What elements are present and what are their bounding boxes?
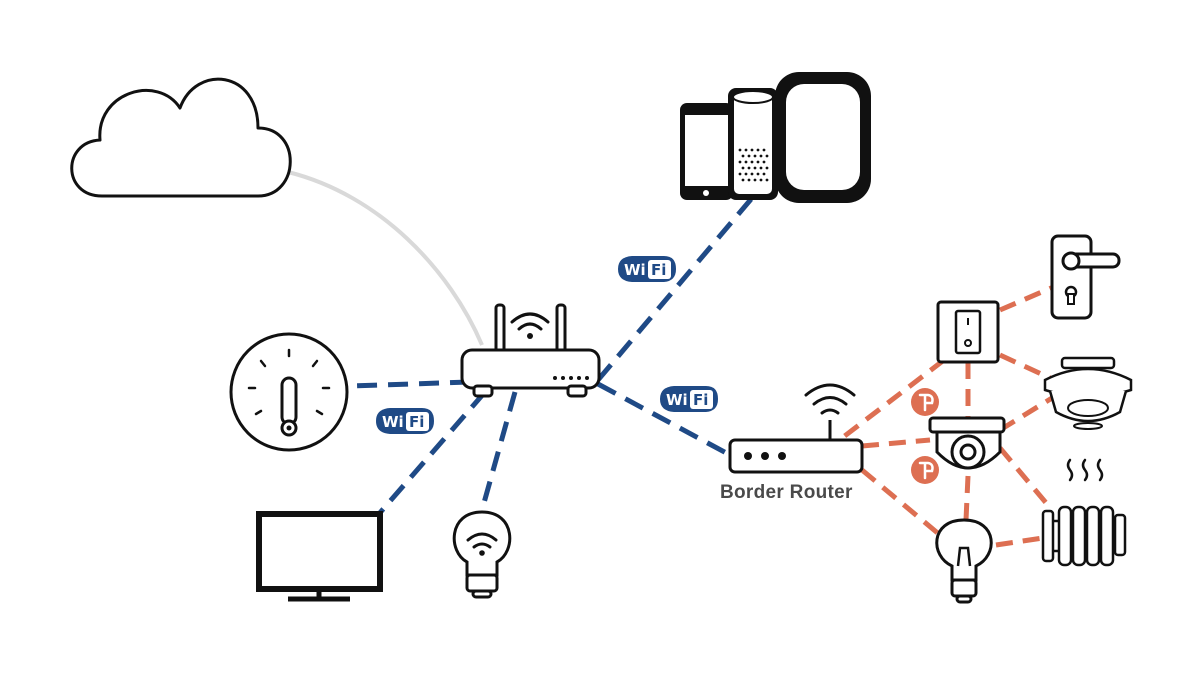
wifi-badge-wi: Wi [382, 413, 404, 431]
link-bulb-radiator [995, 535, 1044, 548]
smartwatch-icon [775, 72, 871, 203]
link-border-bulb [860, 468, 942, 537]
security-camera-icon [928, 416, 1006, 470]
link-router-devices [596, 196, 754, 382]
thread-logo-icon [911, 388, 939, 416]
link-border-camera [861, 437, 931, 449]
wifi-badge-fi: Fi [409, 413, 424, 431]
link-camera-radiator [998, 446, 1054, 512]
smart-bulb-icon [452, 510, 512, 599]
link-camera-bulb [963, 475, 971, 521]
smoke-detector-icon [1043, 356, 1133, 430]
cloud-link [287, 170, 484, 346]
wifi-badge-wi: Wi [624, 261, 646, 279]
thread-bulb-icon [935, 518, 993, 604]
wifi-router-icon [460, 303, 601, 398]
wifi-links [349, 196, 754, 517]
cloud-icon [70, 77, 292, 198]
door-lock-icon [1050, 234, 1121, 320]
link-switch-smoke [998, 352, 1052, 381]
tv-icon [256, 511, 383, 602]
thread-logo-icon [911, 456, 939, 484]
wifi-badge-top: Wi Fi [614, 252, 678, 286]
thermostat-icon [229, 332, 349, 452]
border-router-icon [728, 383, 864, 474]
link-router-tv [376, 390, 487, 517]
link-switch-border [840, 358, 946, 440]
wifi-badge-fi: Fi [651, 261, 666, 279]
wifi-badge-left: Wi Fi [372, 404, 436, 438]
link-router-border-router [596, 381, 732, 458]
smart-speaker-icon [728, 88, 778, 200]
wifi-badge-right: Wi Fi [656, 382, 720, 416]
link-camera-smoke [998, 395, 1054, 433]
wifi-badge-fi: Fi [693, 391, 708, 409]
link-router-bulb [479, 391, 518, 511]
radiator-icon [1041, 458, 1127, 567]
link-switch-lock [999, 282, 1059, 313]
light-switch-icon [936, 300, 1000, 364]
phone-icon [680, 103, 733, 200]
thread-links [840, 282, 1059, 548]
link-router-thermostat [349, 379, 471, 389]
border-router-label: Border Router [720, 482, 853, 503]
wifi-badge-wi: Wi [666, 391, 688, 409]
